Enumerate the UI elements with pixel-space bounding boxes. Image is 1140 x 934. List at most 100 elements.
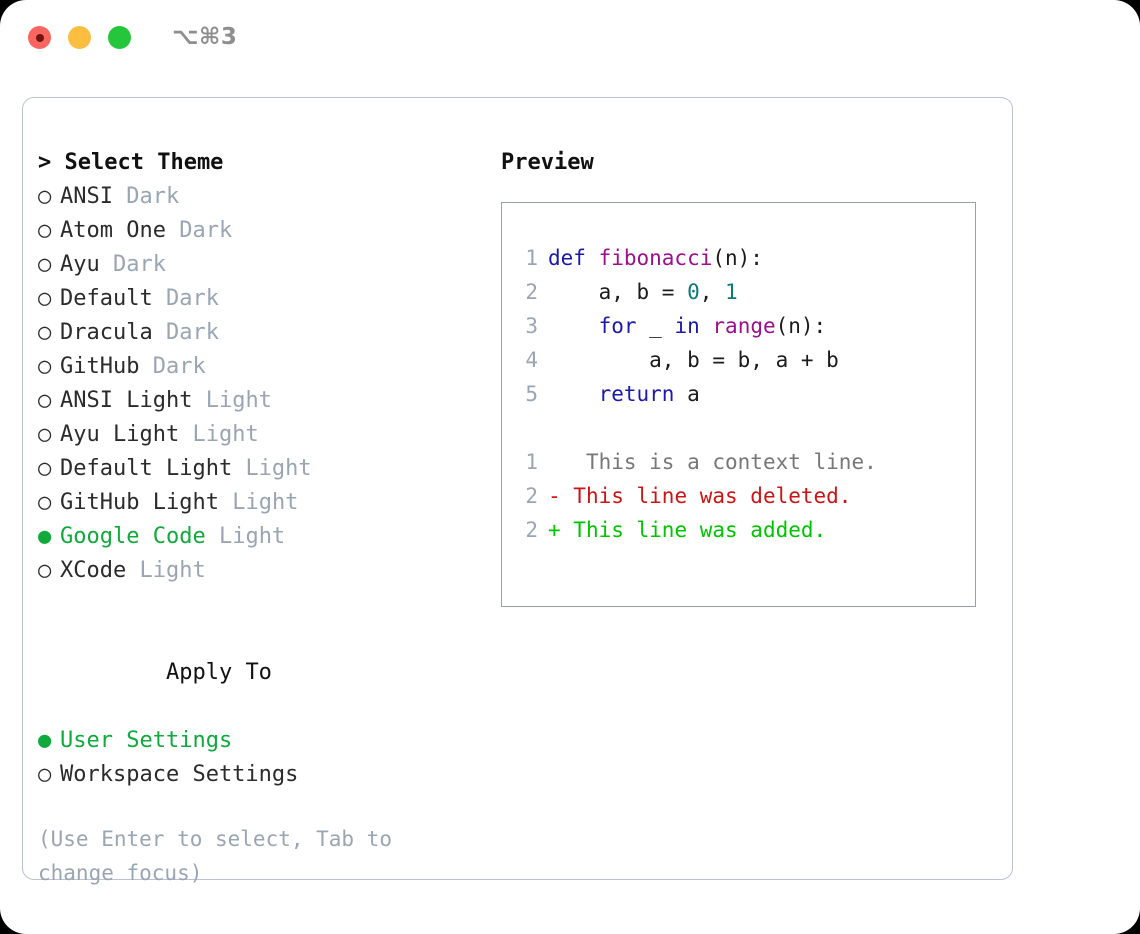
code-token-kw: def (548, 246, 599, 270)
code-token-pl: a, b = (548, 280, 688, 304)
radio-selected-icon: ● (38, 728, 52, 753)
theme-option-dracula[interactable]: ○Dracula Dark (38, 316, 478, 350)
code-token-pl: _ (636, 314, 675, 338)
theme-variant-badge: Dark (165, 320, 219, 345)
radio-selected-icon: ● (38, 524, 52, 549)
radio-unselected-icon: ○ (38, 456, 52, 481)
apply-to-option-user-settings[interactable]: ● User Settings (38, 724, 478, 758)
theme-variant-badge: Dark (152, 354, 206, 379)
code-token-kw: return (598, 382, 675, 406)
code-line: 4 a, b = b, a + b (512, 343, 975, 377)
theme-variant-badge: Light (139, 558, 206, 583)
keyboard-hint-text: (Use Enter to select, Tab to change focu… (38, 827, 393, 885)
theme-option-google-code[interactable]: ● Google Code Light (38, 520, 478, 554)
theme-option-label: Default (60, 286, 153, 311)
zoom-button[interactable] (108, 26, 131, 49)
radio-unselected-icon: ○ (38, 286, 52, 311)
theme-option-label: GitHub (60, 354, 140, 379)
theme-option-label: ANSI Light (60, 388, 193, 413)
select-theme-heading: > Select Theme (38, 150, 224, 175)
radio-unselected-icon: ○ (38, 184, 52, 209)
theme-option-github[interactable]: ○ GitHub Dark (38, 350, 478, 384)
line-number: 2 (525, 484, 538, 508)
theme-option-default-light[interactable]: ○Default Light Light (38, 452, 478, 486)
code-token-kw: in (674, 314, 700, 338)
theme-option-label: Default Light (60, 456, 233, 481)
diff-text: This line was deleted. (560, 484, 852, 508)
diff-sample: 1 This is a context line.2- This line wa… (512, 445, 975, 547)
theme-picker-column: > Select Theme ○ANSI Dark○Atom One Dark○… (38, 146, 478, 890)
theme-option-ayu-light[interactable]: ○Ayu Light Light (38, 418, 478, 452)
theme-option-label: Atom One (60, 218, 166, 243)
diff-marker: - (548, 484, 561, 508)
preview-heading: Preview (501, 150, 594, 175)
theme-option-ansi-light[interactable]: ○ ANSI Light Light (38, 384, 478, 418)
theme-option-github-light[interactable]: ○ GitHub Light Light (38, 486, 478, 520)
diff-line-ctx: 1 This is a context line. (512, 445, 975, 479)
theme-option-atom-one[interactable]: ○Atom One Dark (38, 214, 478, 248)
code-line: 3 for _ in range(n): (512, 309, 975, 343)
theme-variant-badge: Light (232, 490, 299, 515)
code-token-pl (548, 314, 599, 338)
close-button[interactable] (28, 26, 51, 49)
theme-option-default[interactable]: ○ Default Dark (38, 282, 478, 316)
list-spacer (38, 588, 478, 622)
diff-line-add: 2+ This line was added. (512, 513, 975, 547)
code-token-num: 0 (687, 280, 700, 304)
title-bar: ⌥⌘3 (0, 0, 1140, 78)
theme-option-label: GitHub Light (60, 490, 219, 515)
line-number: 2 (525, 518, 538, 542)
theme-option-label: XCode (60, 558, 127, 583)
theme-variant-badge: Dark (165, 286, 219, 311)
radio-unselected-icon: ○ (38, 252, 52, 277)
apply-to-heading-label: Apply To (165, 660, 272, 685)
code-token-num: 1 (725, 280, 738, 304)
code-token-pl (548, 382, 599, 406)
theme-option-ayu[interactable]: ○ Ayu Dark (38, 248, 478, 282)
theme-variant-badge: Light (218, 524, 286, 549)
radio-unselected-icon: ○ (38, 320, 52, 345)
theme-option-xcode[interactable]: ○ XCode Light (38, 554, 478, 588)
code-token-pl: a (674, 382, 700, 406)
code-token-pl (700, 314, 713, 338)
theme-variant-badge: Light (205, 388, 272, 413)
theme-option-label: ANSI (60, 184, 113, 209)
diff-text: This line was added. (560, 518, 827, 542)
line-number: 2 (525, 280, 538, 304)
theme-variant-badge: Dark (126, 184, 180, 209)
line-number: 1 (525, 246, 538, 270)
code-token-fn: fibonacci (598, 246, 713, 270)
radio-unselected-icon: ○ (38, 422, 52, 447)
theme-option-list: ○ ANSI Dark ○ Atom One Dark ○ Ayu Dark ○ Defaul… (38, 180, 478, 588)
line-number: 1 (525, 450, 538, 474)
apply-to-option-workspace-settings[interactable]: ○Workspace Settings (38, 758, 478, 792)
diff-text: This is a context line. (560, 450, 877, 474)
apply-to-option-label: Workspace Settings (60, 762, 299, 787)
dialog-panel: > Select Theme ○ANSI Dark○Atom One Dark○… (22, 97, 1013, 885)
apply-to-option-label: User Settings (60, 728, 233, 753)
theme-variant-badge: Dark (113, 252, 166, 277)
code-token-pl: (n): (775, 314, 827, 338)
code-line: 2 a, b = 0, 1 (512, 275, 975, 309)
theme-option-label: Ayu (60, 252, 100, 277)
radio-unselected-icon: ○ (38, 558, 52, 583)
radio-unselected-icon: ○ (38, 490, 52, 515)
radio-unselected-icon: ○ (38, 388, 52, 413)
line-number: 4 (525, 348, 538, 372)
heading-indent (144, 656, 166, 690)
diff-line-del: 2- This line was deleted. (512, 479, 975, 513)
window-controls (28, 26, 131, 49)
radio-unselected-icon: ○ (38, 354, 52, 379)
radio-unselected-icon: ○ (38, 218, 52, 243)
diff-marker (548, 450, 561, 474)
code-token-pl: a, b = b, a + b (548, 348, 839, 372)
line-number: 5 (525, 382, 538, 406)
theme-option-label: Google Code (60, 524, 206, 549)
theme-option-ansi[interactable]: ○ ANSI Dark (38, 180, 478, 214)
code-token-kw: for (598, 314, 637, 338)
minimize-button[interactable] (68, 26, 91, 49)
